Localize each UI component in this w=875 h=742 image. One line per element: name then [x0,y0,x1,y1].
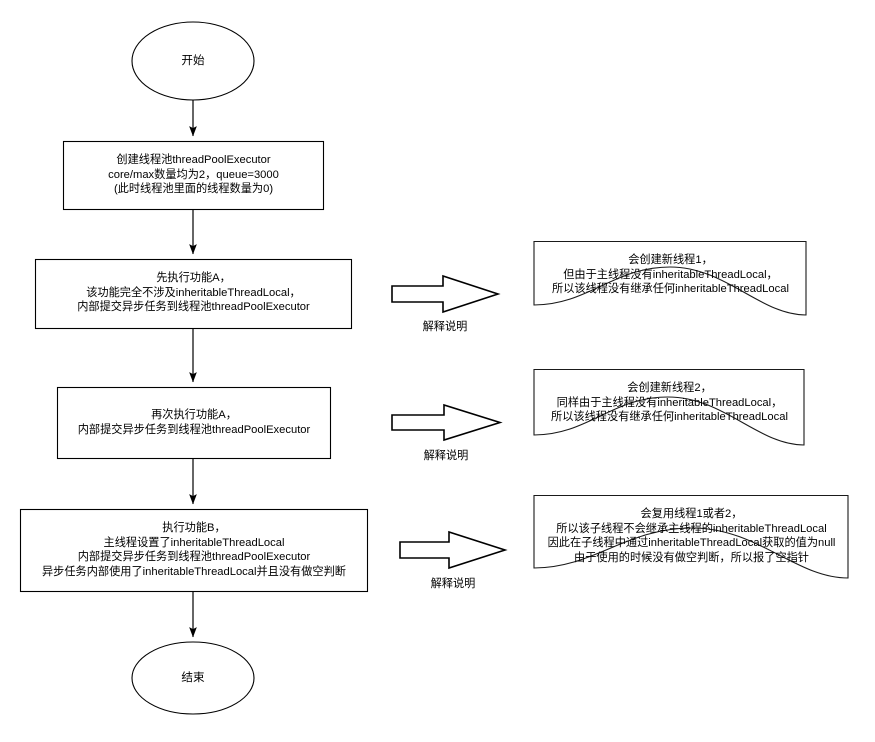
explanation-note-1-shape[interactable] [533,240,807,316]
process-node-3-shape[interactable] [56,386,332,460]
process-node-2-shape[interactable] [34,258,353,330]
explanation-block-arrow-3[interactable] [399,530,508,570]
end-node-shape[interactable] [131,641,255,715]
explanation-block-arrow-1[interactable] [391,274,501,314]
start-node-shape[interactable] [131,21,255,101]
explanation-block-arrow-2[interactable] [391,403,503,442]
explanation-note-2-shape[interactable] [533,368,805,446]
process-node-4-shape[interactable] [19,508,369,593]
process-node-1-shape[interactable] [62,140,325,211]
explanation-note-3-shape[interactable] [533,494,849,579]
